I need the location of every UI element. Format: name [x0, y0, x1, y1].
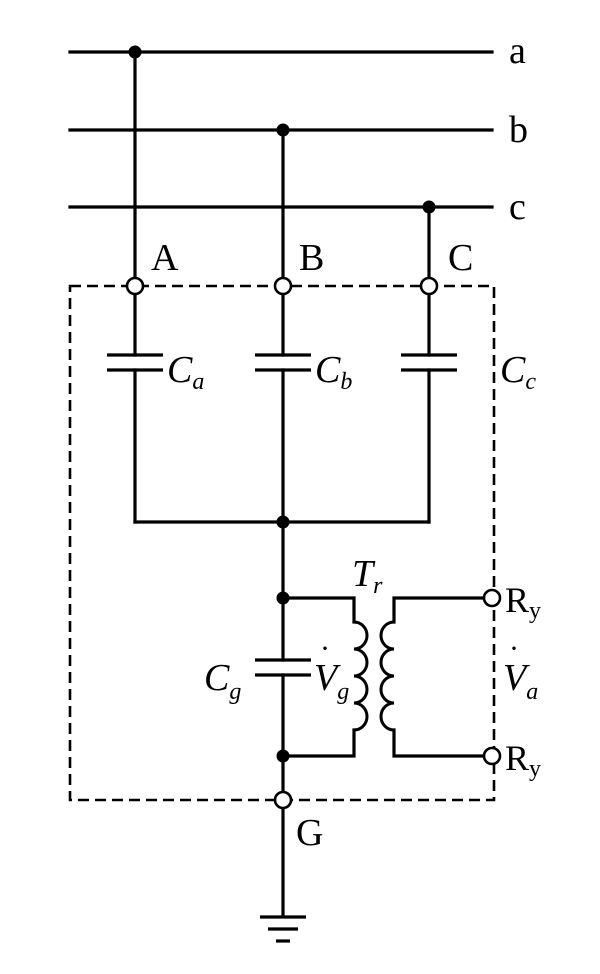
terminal-label-c: C [448, 237, 473, 279]
label-vg-dot: · [320, 632, 330, 665]
label-va-dot: · [509, 632, 519, 665]
secondary-coil [379, 620, 395, 732]
label-ca: Ca [167, 349, 204, 395]
secondary-bottom-wire [392, 728, 486, 758]
primary-top-wire [281, 596, 356, 624]
terminal-a [125, 276, 145, 296]
secondary-top-wire [392, 596, 486, 624]
label-va: Va [503, 657, 538, 705]
terminal-b [273, 276, 293, 296]
primary-bottom-wire [281, 728, 356, 758]
bus-label-c: c [509, 186, 526, 228]
terminal-label-g: G [296, 812, 323, 854]
terminal-label-a: A [151, 237, 179, 279]
label-cg: Cg [204, 657, 241, 705]
label-cc: Cc [500, 349, 536, 395]
terminal-ry-bottom [482, 746, 502, 766]
bus-label-b: b [509, 109, 528, 151]
label-cb: Cb [315, 349, 352, 395]
junction-dot-primary-bottom [276, 749, 290, 763]
junction-dot-star [276, 515, 290, 529]
junction-dot-a [128, 45, 142, 59]
terminal-label-b: B [299, 237, 324, 279]
junction-dot-b [276, 123, 290, 137]
label-ry-top: Ry [505, 580, 541, 624]
terminal-g [273, 790, 293, 810]
primary-coil [353, 620, 369, 732]
label-vg: Vg [314, 657, 349, 705]
terminal-ry-top [482, 588, 502, 608]
terminal-c [419, 276, 439, 296]
bus-label-a: a [509, 30, 526, 72]
label-transformer: Tr [352, 553, 383, 599]
junction-dot-c [422, 200, 436, 214]
label-ry-bottom: Ry [505, 738, 541, 782]
junction-dot-primary-top [276, 591, 290, 605]
